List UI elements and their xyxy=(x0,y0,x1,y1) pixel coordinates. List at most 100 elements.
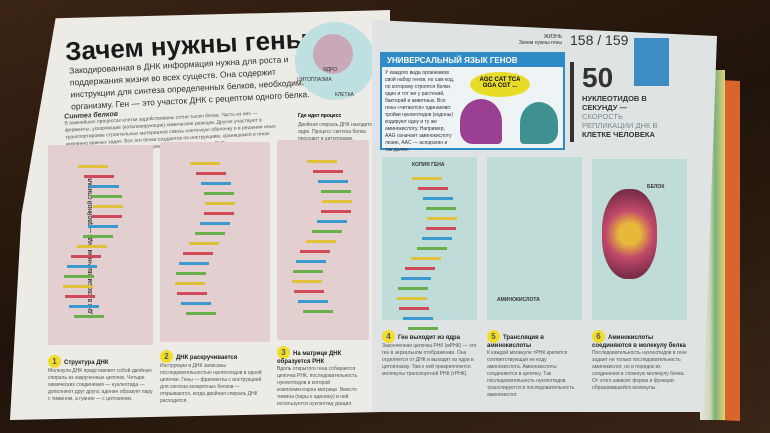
nucleotide-bar xyxy=(292,270,323,273)
nucleotide-bar xyxy=(83,175,114,178)
box-title: УНИВЕРСАЛЬНЫЙ ЯЗЫК ГЕНОВ xyxy=(382,54,563,67)
universal-code-box: УНИВЕРСАЛЬНЫЙ ЯЗЫК ГЕНОВ У каждого вида … xyxy=(380,52,565,153)
head-teal-icon xyxy=(520,102,558,144)
nucleotide-bar xyxy=(297,300,328,303)
nucleotide-bar xyxy=(203,212,234,215)
cell-caption: Двойная спираль ДНК находится в ядре. Пр… xyxy=(298,122,379,142)
nucleotide-bar xyxy=(317,220,348,223)
nucleotide-bar xyxy=(405,267,436,270)
panel-translation: АМИНОКИСЛОТА xyxy=(487,157,582,320)
step-title: ДНК раскручивается xyxy=(176,355,238,361)
nucleotide-bar xyxy=(412,177,442,180)
nucleotide-bar xyxy=(190,162,220,165)
nucleotide-bar xyxy=(73,315,104,318)
speech-bubble: AGC CAT TCA GGA CGT ... xyxy=(470,72,530,97)
step-text: Молекула ДНК представляет собой двойную … xyxy=(48,368,153,402)
nucleotide-bar xyxy=(178,262,209,265)
step-number: 4 xyxy=(382,330,395,343)
nucleotide-bar xyxy=(175,282,206,285)
step-text: Законченная цепочка РНК (мРНК) — это ген… xyxy=(382,343,477,377)
nucleotide-bar xyxy=(295,260,326,263)
nucleotide-bar xyxy=(320,190,351,193)
nucleus xyxy=(313,34,353,74)
nucleotide-bar xyxy=(183,252,214,255)
header-sub: Зачем нужны гены xyxy=(518,40,562,46)
nucleotide-bar xyxy=(312,230,343,233)
box-text: У каждого вида организмов свой набор ген… xyxy=(385,70,455,153)
step-text: Последовательность нуклеотидов в гене за… xyxy=(592,350,687,391)
nucleotide-bar xyxy=(175,272,206,275)
nucleotide-bar xyxy=(293,290,324,293)
nucleotide-bar xyxy=(88,225,119,228)
cell-diagram: ЯДРО ЦИТОПЛАЗМА КЛЕТКА xyxy=(295,22,375,100)
panel-label: КОПИЯ ГЕНА xyxy=(412,162,445,168)
gauge-needle-icon xyxy=(570,62,574,142)
nucleotide-bar xyxy=(320,210,351,213)
nucleotide-bar xyxy=(400,277,431,280)
nucleotide-bar xyxy=(78,165,108,168)
nucleotide-bar xyxy=(64,295,95,298)
panel-dna-structure: ДНК В СВОЕМ ОБЫЧНОМ ВИДЕ — ДВОЙНОЙ СПИРА… xyxy=(48,145,153,345)
nucleotide-bar xyxy=(317,180,348,183)
nucleotide-bar xyxy=(195,232,226,235)
step-title: На матрице ДНК образуется РНК xyxy=(277,351,342,365)
nucleotide-bar xyxy=(402,317,433,320)
step-text: К каждой молекуле тРНК крепится соответс… xyxy=(487,350,575,398)
nucleotide-bar xyxy=(422,197,453,200)
nucleotide-bar xyxy=(417,247,448,250)
cell-caption-title: Где идет процесс xyxy=(298,113,342,119)
step-text: Инструкции в ДНК записаны последовательн… xyxy=(160,363,262,404)
step-number: 1 xyxy=(48,355,61,368)
stat-bold-2: КЛЕТКЕ ЧЕЛОВЕКА xyxy=(582,130,655,139)
nucleotide-bar xyxy=(91,195,122,198)
step-number: 6 xyxy=(592,330,605,343)
nucleotide-bar xyxy=(425,207,456,210)
nucleotide-bar xyxy=(71,255,102,258)
nucleotide-bar xyxy=(397,297,428,300)
label-cell: КЛЕТКА xyxy=(335,92,354,98)
page-numbers: 158 / 159 xyxy=(570,32,629,48)
step-title: Аминокислоты соединяются в молекулу белк… xyxy=(592,335,686,349)
nucleotide-bar xyxy=(407,327,438,330)
nucleotide-bar xyxy=(306,240,337,243)
panel-label: БЕЛОК xyxy=(647,184,665,190)
nucleotide-bar xyxy=(68,305,99,308)
panel-dna-unwinding xyxy=(160,142,270,342)
step-text: Вдоль открытого гена собирается цепочка … xyxy=(277,366,358,407)
nucleotide-bar xyxy=(195,172,226,175)
nucleotide-bar xyxy=(63,285,94,288)
nucleotide-bar xyxy=(77,245,108,248)
nucleotide-bar xyxy=(302,310,333,313)
step-number: 3 xyxy=(277,346,290,359)
panel-label: АМИНОКИСЛОТА xyxy=(497,297,540,303)
nucleotide-bar xyxy=(176,292,207,295)
nucleotide-bar xyxy=(91,215,122,218)
nucleotide-bar xyxy=(321,200,352,203)
nucleotide-bar xyxy=(180,302,211,305)
step-title: Ген выходит из ядра xyxy=(398,335,461,341)
panel-mrna: КОПИЯ ГЕНА xyxy=(382,157,477,330)
stat-light: СКОРОСТЬ РЕПЛИКАЦИИ ДНК В xyxy=(582,112,658,130)
nucleotide-bar xyxy=(426,217,457,220)
nucleotide-bar xyxy=(92,205,123,208)
protein-blob xyxy=(602,189,657,279)
nucleotide-bar xyxy=(411,257,442,260)
step-title: Трансляция в аминокислоты xyxy=(487,335,544,349)
label-nucleus: ЯДРО xyxy=(323,67,338,73)
right-page: ЖИЗНЬ Зачем нужны гены 158 / 159 УНИВЕРС… xyxy=(372,20,717,412)
nucleotide-bar xyxy=(189,242,220,245)
step-number: 2 xyxy=(160,350,173,363)
step-title: Структура ДНК xyxy=(64,360,109,366)
panel-rna-forming xyxy=(277,140,369,340)
nucleotide-bar xyxy=(397,287,428,290)
nucleotide-bar xyxy=(307,160,337,163)
nucleotide-bar xyxy=(422,237,453,240)
nucleotide-bar xyxy=(312,170,343,173)
step-number: 5 xyxy=(487,330,500,343)
microscope-icon xyxy=(634,38,669,86)
stat-bold: НУКЛЕОТИДОВ В СЕКУНДУ — xyxy=(582,94,647,112)
